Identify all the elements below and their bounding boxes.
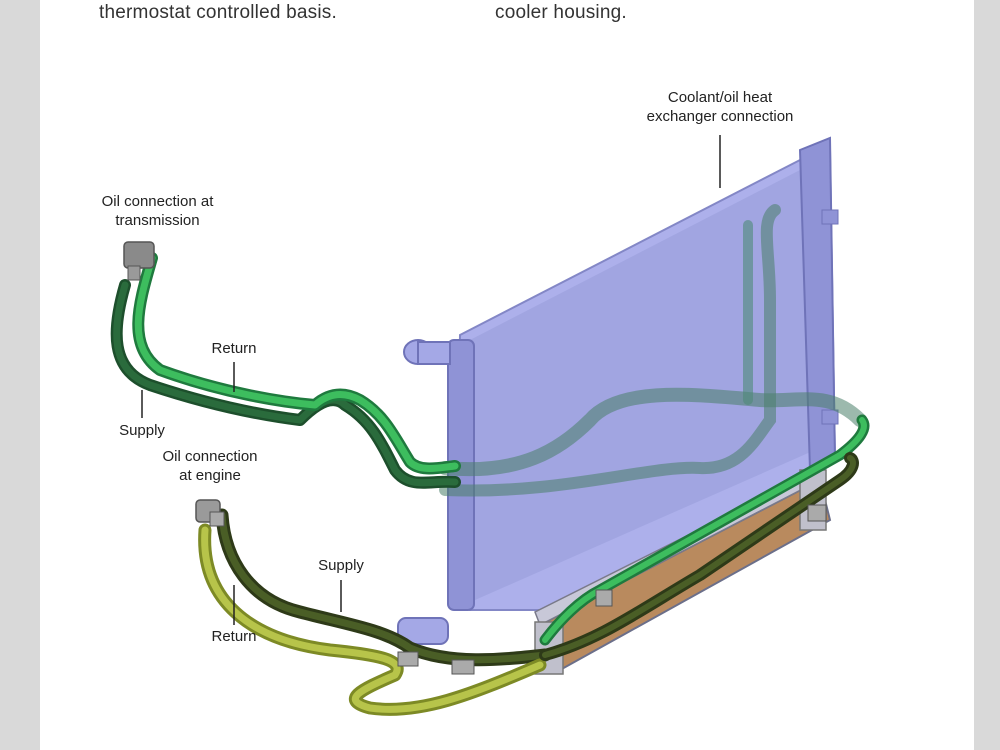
engine-oil-lines (198, 452, 859, 716)
label-supply-transmission: Supply (119, 422, 165, 439)
label-return-transmission: Return (211, 340, 257, 357)
label-oil-connection-transmission: Oil connection at transmission (101, 193, 214, 229)
hose-fittings (123, 241, 827, 675)
label-oil-connection-engine: Oil connection at engine (162, 448, 258, 484)
label-supply-engine: Supply (318, 557, 364, 574)
body-text-right: cooler housing. (495, 2, 627, 23)
callout-leaders (141, 135, 721, 625)
coolant-heat-exchanger-lines (438, 204, 867, 497)
label-coolant-oil-connection: Coolant/oil heat exchanger connection (646, 89, 794, 125)
radiator (397, 136, 839, 645)
label-return-engine: Return (211, 628, 257, 645)
body-text-left: thermostat controlled basis. (99, 2, 337, 23)
